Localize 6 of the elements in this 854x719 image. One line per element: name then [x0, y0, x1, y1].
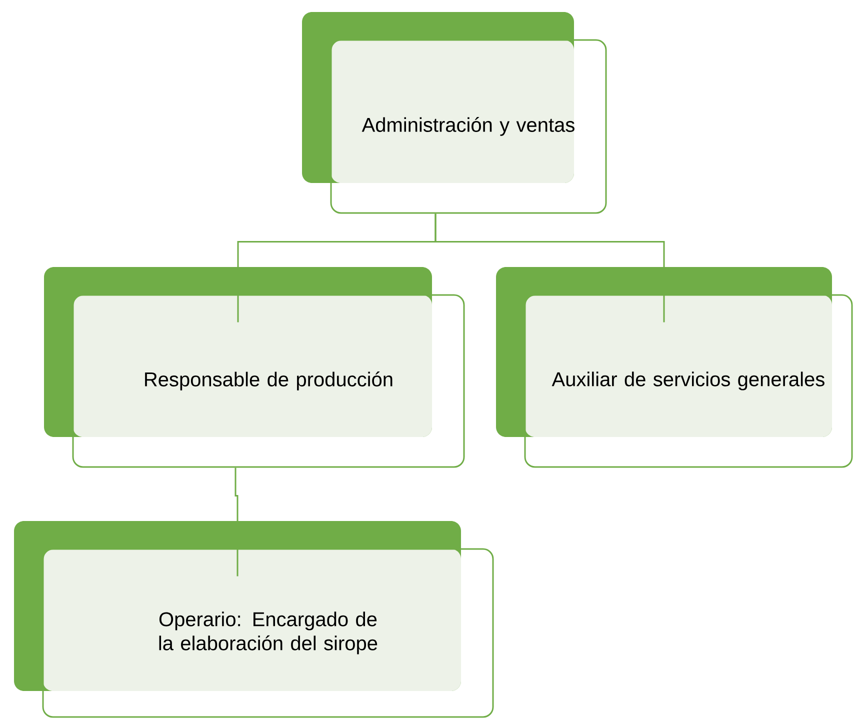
connector-line	[234, 468, 238, 576]
org-chart-box: Responsable de producción	[44, 266, 465, 468]
connector-line	[434, 214, 665, 322]
org-chart-box: Administración y ventas	[302, 12, 607, 214]
org-chart-box: Auxiliar de servicios generales	[496, 266, 853, 468]
org-chart-box: Operario: Encargado de la elaboración del sirope	[14, 520, 494, 718]
